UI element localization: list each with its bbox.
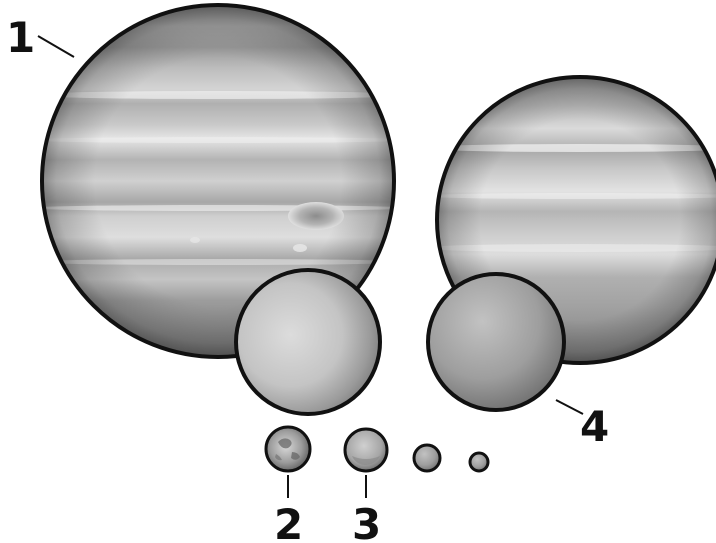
- moon-left: [236, 270, 380, 414]
- leader-line-1: [38, 36, 74, 57]
- label-1: 1: [6, 13, 35, 62]
- tiny-planet-2: [470, 453, 488, 471]
- tiny-planet-1: [414, 445, 440, 471]
- label-2: 2: [274, 500, 303, 543]
- planet-3-small: [345, 429, 387, 471]
- planet-2-earthlike: [266, 427, 310, 471]
- leader-line-4: [556, 400, 583, 414]
- label-4: 4: [580, 402, 609, 451]
- planet-4-sphere: [428, 274, 564, 410]
- label-3: 3: [352, 500, 381, 543]
